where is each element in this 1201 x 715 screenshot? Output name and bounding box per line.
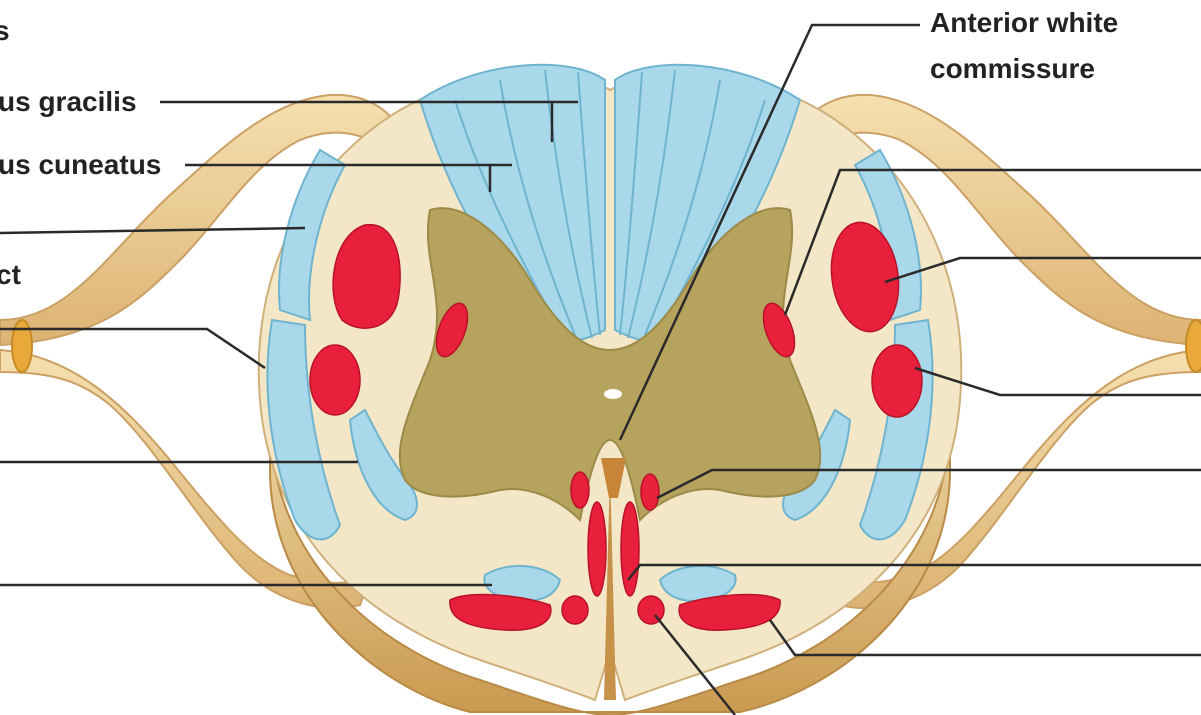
left-anterior-corticospinal-tract — [588, 502, 606, 596]
left-rubrospinal-tract — [310, 345, 360, 415]
right-anterior-corticospinal-tract — [621, 502, 639, 596]
label-top-left-fragment: s — [0, 14, 10, 48]
label-fasciculus-cuneatus: us cuneatus — [0, 148, 161, 182]
right-anterior-small-tract — [641, 474, 659, 510]
right-rubrospinal-tract — [872, 345, 922, 417]
right-nerve-cut-end — [1186, 320, 1201, 372]
label-anterior-white-commissure-line2: commissure — [930, 52, 1095, 86]
label-tract-fragment: ct — [0, 258, 21, 292]
left-anterior-dot-tract — [562, 596, 588, 624]
label-fasciculus-gracilis: us gracilis — [0, 85, 137, 119]
label-anterior-white-commissure-line1: Anterior white — [930, 6, 1118, 40]
left-anterior-small-tract — [571, 472, 589, 508]
central-canal — [604, 389, 622, 399]
